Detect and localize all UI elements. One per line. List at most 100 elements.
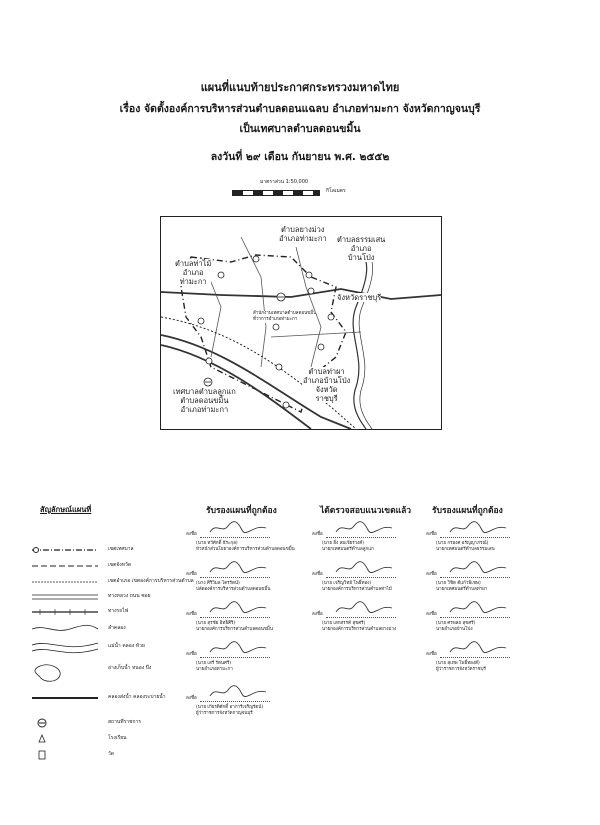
legend-symbol xyxy=(30,604,100,618)
legend-symbol xyxy=(30,715,100,729)
signer-position: ผู้ว่าราชการจังหวัดกาญจนบุรี xyxy=(196,711,253,716)
handwritten-signature xyxy=(334,520,394,539)
signature-line xyxy=(326,577,396,578)
signature-lead: ลงชื่อ xyxy=(312,572,323,577)
legend-symbol xyxy=(30,690,100,704)
signer-position: นายอำเภอท่ามะกา xyxy=(196,667,233,672)
signer-name: (นาย ทวีศักดิ์ ธีระกุล) xyxy=(196,541,238,546)
legend-item-road: ทางหลวง ถนน ซอย xyxy=(30,589,170,603)
signature-line xyxy=(200,657,270,658)
handwritten-signature xyxy=(334,600,394,619)
legend-label: เขตอำเภอ เขตองค์การบริหารส่วนตำบล xyxy=(108,578,194,584)
signer-position: นายอำเภอบ้านโป่ง xyxy=(436,627,473,632)
document-date: ลงวันที่ ๒๙ เดือน กันยายน พ.ศ. ๒๕๕๒ xyxy=(210,151,390,163)
signer-position: ปลัดองค์การบริหารส่วนตำบลดอนขมิ้น xyxy=(196,587,271,592)
legend-label: คลองส่งน้ำ คลองระบายน้ำ xyxy=(108,694,166,700)
handwritten-signature xyxy=(208,640,268,659)
legend-label: อ่างเก็บน้ำ หนอง บึง xyxy=(108,665,152,671)
signature-lead: ลงชื่อ xyxy=(186,612,197,617)
signer-name: (นาย สุรชัย อิทธิศิริ) xyxy=(196,621,236,626)
signer-name: (นาย เสกสรรค์ สุขศรี) xyxy=(322,621,366,626)
signer-name: (นาย เจริญวิทย์ โพธิ์ทอง) xyxy=(322,581,372,586)
signer-name: (นาย กรองศ อรัญญาภรณ์) xyxy=(436,541,489,546)
signer-position: นายกเทศมนตรีตำบลท่าผา xyxy=(436,587,488,592)
legend-item-government-office-icon: สถานที่ราชการ xyxy=(30,715,170,729)
signer-position: หัวหน้าส่วนโยธาองค์การบริหารส่วนตำบลดอนข… xyxy=(196,547,295,552)
highways xyxy=(161,288,441,429)
legend-label: แม่น้ำ คลอง ห้วย xyxy=(108,643,145,649)
handwritten-signature xyxy=(448,600,508,619)
signer-position: นายกเทศมนตรีตำบลลูกแก xyxy=(322,547,374,552)
legend-item-irrigation-canal: คลองส่งน้ำ คลองระบายน้ำ xyxy=(30,690,170,704)
handwritten-signature xyxy=(448,520,508,539)
legend-item-school-icon: โรงเรียน xyxy=(30,731,170,745)
legend-symbol xyxy=(30,542,100,556)
signer-name: (นาย เสรี รัตนศรี) xyxy=(196,661,232,666)
signature-lead: ลงชื่อ xyxy=(312,532,323,537)
right-column-header: รับรองแผนที่ถูกต้อง xyxy=(432,506,503,516)
label-ratchaburi: จังหวัดราชบุรี xyxy=(337,293,382,302)
signature-lead: ลงชื่อ xyxy=(186,532,197,537)
signer-name: (นาย วิชิต ดีแก้วพิเชษ) xyxy=(436,581,481,586)
legend-label: วัด xyxy=(108,751,115,757)
legend-symbol xyxy=(30,621,100,635)
signature-line xyxy=(440,617,510,618)
signature-line xyxy=(200,617,270,618)
signature-lead: ลงชื่อ xyxy=(186,696,197,701)
signature-line xyxy=(326,617,396,618)
legend-item-province-boundary: เขตจังหวัด xyxy=(30,558,170,572)
signer-name: (นาย สุเทพ โพธิ์ทองดี) xyxy=(436,661,480,666)
signer-position: นายกองค์การบริหารส่วนตำบลท่าไม้ xyxy=(322,587,392,592)
legend-symbol xyxy=(30,558,100,572)
handwritten-signature xyxy=(448,560,508,579)
left-column-header: รับรองแผนที่ถูกต้อง xyxy=(206,506,277,516)
boundary-map: ตำบลยางม่วงอำเภอท่ามะกา ตำบลธรรมเสนอำเภอ… xyxy=(160,216,442,430)
legend-label: ทางรถไฟ xyxy=(108,608,129,614)
scale-ratio: มาตราส่วน 1:50,000 xyxy=(260,179,309,185)
legend-symbol xyxy=(30,661,100,682)
signature-line xyxy=(326,537,396,538)
signature-lead: ลงชื่อ xyxy=(312,612,323,617)
label-yangmuang: ตำบลยางม่วงอำเภอท่ามะกา xyxy=(279,225,327,243)
signature-lead: ลงชื่อ xyxy=(186,572,197,577)
legend-item-district-boundary: เขตอำเภอ เขตองค์การบริหารส่วนตำบล xyxy=(30,574,194,588)
signer-name: (นาย ศรพลย สุขศรี) xyxy=(436,621,476,626)
legend-item-reservoir: อ่างเก็บน้ำ หนอง บึง xyxy=(30,661,170,682)
signature-lead: ลงชื่อ xyxy=(426,532,437,537)
legend-symbol xyxy=(30,731,100,745)
label-thammasen: ตำบลธรรมเสนอำเภอบ้านโป่ง xyxy=(337,235,386,262)
legend-item-municipal-boundary: เขตเทศบาล xyxy=(30,542,170,556)
legend-item-railway: ทางรถไฟ xyxy=(30,604,170,618)
signature-line xyxy=(200,577,270,578)
document-subject: เรื่อง จัดตั้งองค์การบริหารส่วนตำบลดอนแฉ… xyxy=(119,103,481,115)
legend-item-canal: ลำคลอง xyxy=(30,621,170,635)
handwritten-signature xyxy=(208,684,268,703)
signature-lead: ลงชื่อ xyxy=(186,652,197,657)
handwritten-signature xyxy=(208,560,268,579)
signature-line xyxy=(440,577,510,578)
middle-column-header: ได้ตรวจสอบแนวเขตแล้ว xyxy=(320,506,412,516)
river xyxy=(350,241,368,429)
legend-item-river: แม่น้ำ คลอง ห้วย xyxy=(30,639,170,654)
signer-position: นายกองค์การบริหารส่วนตำบลยางม่วง xyxy=(322,627,397,632)
office-symbols xyxy=(203,292,286,387)
legend-symbol xyxy=(30,639,100,654)
scale-bar xyxy=(232,190,320,196)
signer-name: (นาง ศิริวิมล ไตรรัตน์) xyxy=(196,581,240,586)
handwritten-signature xyxy=(208,520,268,539)
legend-title: สัญลักษณ์แผนที่ xyxy=(40,505,92,514)
handwritten-signature xyxy=(208,600,268,619)
document-subtitle: เป็นเทศบาลตำบลดอนขมิ้น xyxy=(239,123,361,135)
label-thamai: ตำบลท่าไม้อำเภอท่ามะกา xyxy=(175,259,212,286)
legend-label: ลำคลอง xyxy=(108,625,126,631)
signer-name: (นาย ยิ่ง สมเจียรวงศ์) xyxy=(322,541,364,546)
map-drawing xyxy=(161,236,441,429)
signer-name: (นาย เกียรติศักดิ์ อาการีเจริญรัตน์) xyxy=(196,705,264,710)
signer-position: ผู้ว่าราชการจังหวัดราชบุรี xyxy=(436,667,486,672)
river-bank xyxy=(356,241,373,429)
legend-symbol xyxy=(30,589,100,603)
legend-symbol xyxy=(30,747,100,761)
signature-lead: ลงชื่อ xyxy=(426,612,437,617)
signature-line xyxy=(200,537,270,538)
legend-label: เขตเทศบาล xyxy=(108,546,134,552)
